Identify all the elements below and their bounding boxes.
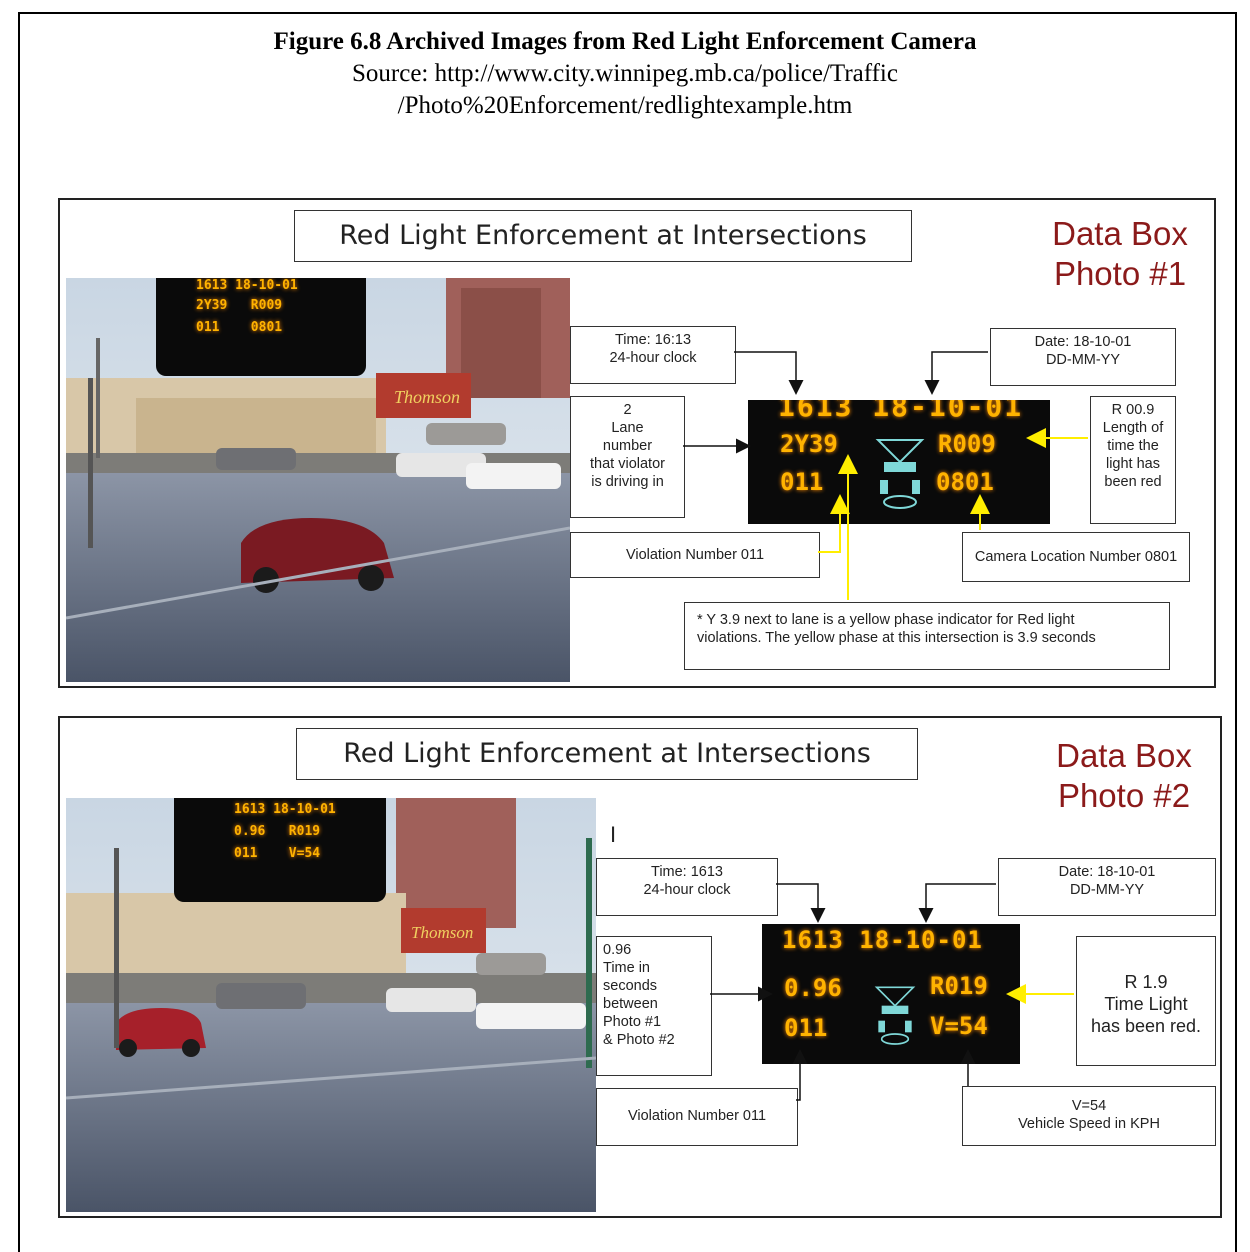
lcd-violation-value: 011 xyxy=(780,468,824,496)
lcd-speed-value: V=54 xyxy=(930,1012,988,1040)
callout-time: Time: 1613 24-hour clock xyxy=(596,858,778,916)
callout-vehicle-speed: V=54 Vehicle Speed in KPH xyxy=(962,1086,1216,1146)
callout-red-line-3: has been red. xyxy=(1090,1016,1202,1036)
panel-2-photo-lcd: 1613 18-10-01 0.96 R019 011 V=54 xyxy=(174,798,386,902)
callout-date-line-2: DD-MM-YY xyxy=(1069,882,1145,898)
photo-lcd-row-3: 011 V=54 xyxy=(234,846,321,861)
callout-red-line-5: been red xyxy=(1104,474,1162,490)
callout-violation-text: Violation Number 011 xyxy=(625,547,765,563)
source-line-1: Source: http://www.city.winnipeg.mb.ca/p… xyxy=(352,60,898,87)
callout-red-time: R 1.9 Time Light has been red. xyxy=(1076,936,1216,1066)
photo-lcd-row-2: 0.96 R019 xyxy=(234,824,321,839)
callout-sec-line-5: Photo #1 xyxy=(603,1014,662,1030)
panel-photo-2: Red Light Enforcement at Intersections D… xyxy=(58,716,1222,1218)
panel-2-databox-label: Data Box Photo #2 xyxy=(1040,736,1208,816)
callout-lane-line-1: 2 xyxy=(623,402,632,418)
callout-lane-line-3: number xyxy=(602,438,653,454)
callout-speed-line-2: Vehicle Speed in KPH xyxy=(1018,1116,1160,1132)
callout-violation: Violation Number 011 xyxy=(596,1088,798,1146)
callout-camera-location: Camera Location Number 0801 xyxy=(962,532,1190,582)
callout-yellow-line-2: violations. The yellow phase at this int… xyxy=(697,630,1096,646)
callout-lane: 2 Lane number that violator is driving i… xyxy=(570,396,685,518)
callout-date: Date: 18-10-01 DD-MM-YY xyxy=(998,858,1216,916)
panel-2-lcd-closeup: 1613 18-10-01 0.96 R019 011 V=54 xyxy=(762,924,1020,1064)
callout-time-line-1: Time: 1613 xyxy=(651,864,723,880)
text-cursor: I xyxy=(610,822,617,847)
panel-1-street-photo: Thomson 1613 18-10-01 2Y39 R009 011 0801 xyxy=(66,278,570,682)
callout-date-line-2: DD-MM-YY xyxy=(1045,352,1121,368)
callout-date: Date: 18-10-01 DD-MM-YY xyxy=(990,328,1176,386)
svg-text:Thomson: Thomson xyxy=(411,923,473,942)
red-light-logo-icon xyxy=(874,986,916,1045)
callout-yellow-phase: * Y 3.9 next to lane is a yellow phase i… xyxy=(684,602,1170,670)
callout-time-line-2: 24-hour clock xyxy=(643,882,731,898)
photo-lcd-row-3: 011 0801 xyxy=(196,320,283,335)
lcd-row-1: 1613 18-10-01 xyxy=(782,926,983,954)
panel-photo-1: Red Light Enforcement at Intersections D… xyxy=(58,198,1216,688)
red-light-logo-icon xyxy=(875,439,925,509)
lcd-violation-value: 011 xyxy=(784,1014,828,1042)
callout-sec-line-3: seconds xyxy=(603,978,658,994)
databox-line-1: Data Box xyxy=(1056,737,1192,774)
panel-2-street-photo: Thomson 1613 18-10-01 0.96 R019 011 V=54 xyxy=(66,798,596,1212)
callout-time-line-2: 24-hour clock xyxy=(609,350,697,366)
callout-red-line-1: R 00.9 xyxy=(1111,402,1155,418)
callout-red-line-1: R 1.9 xyxy=(1124,972,1168,992)
callout-time: Time: 16:13 24-hour clock xyxy=(570,326,736,384)
callout-time-line-1: Time: 16:13 xyxy=(614,332,692,348)
lcd-location-value: 0801 xyxy=(936,468,994,496)
figure-title: Figure 6.8 Archived Images from Red Ligh… xyxy=(273,28,977,55)
callout-red-line-2: Length of xyxy=(1102,420,1164,436)
photo-lcd-row-1: 1613 18-10-01 xyxy=(196,278,298,293)
source-line-2: /Photo%20Enforcement/redlightexample.htm xyxy=(397,92,853,119)
callout-yellow-line-1: * Y 3.9 next to lane is a yellow phase i… xyxy=(697,612,1075,628)
callout-sec-line-6: & Photo #2 xyxy=(603,1032,675,1048)
figure-frame xyxy=(18,12,1237,1252)
panel-1-databox-label: Data Box Photo #1 xyxy=(1036,214,1204,294)
lcd-lane-value: 2Y39 xyxy=(780,430,838,458)
callout-lane-line-2: Lane xyxy=(611,420,644,436)
callout-lane-line-5: is driving in xyxy=(591,474,664,490)
lcd-row-1: 1613 18-10-01 xyxy=(778,400,1024,423)
callout-red-line-3: time the xyxy=(1107,438,1159,454)
callout-speed-line-1: V=54 xyxy=(1071,1098,1107,1114)
figure-caption: Figure 6.8 Archived Images from Red Ligh… xyxy=(0,26,1250,122)
callout-camera-text: Camera Location Number 0801 xyxy=(974,549,1178,565)
callout-red-line-2: Time Light xyxy=(1104,994,1188,1014)
databox-line-2: Photo #2 xyxy=(1057,777,1191,814)
callout-red-line-4: light has xyxy=(1105,456,1160,472)
photo-lcd-row-2: 2Y39 R009 xyxy=(196,298,283,313)
lcd-red-value: R009 xyxy=(938,430,996,458)
callout-sec-line-1: 0.96 xyxy=(603,942,632,958)
callout-sec-line-2: Time in xyxy=(603,960,650,976)
callout-date-line-1: Date: 18-10-01 xyxy=(1058,864,1156,880)
callout-sec-line-4: between xyxy=(603,996,658,1012)
lcd-red-value: R019 xyxy=(930,972,988,1000)
lcd-seconds-value: 0.96 xyxy=(784,974,842,1002)
panel-1-lcd-closeup: 1613 18-10-01 2Y39 R009 011 0801 xyxy=(748,400,1050,524)
callout-lane-line-4: that violator xyxy=(590,456,665,472)
callout-date-line-1: Date: 18-10-01 xyxy=(1034,334,1132,350)
databox-line-1: Data Box xyxy=(1052,215,1188,252)
callout-violation-text: Violation Number 011 xyxy=(627,1108,767,1124)
panel-1-banner: Red Light Enforcement at Intersections xyxy=(294,210,912,262)
callout-seconds-between: 0.96 Time in seconds between Photo #1 & … xyxy=(596,936,712,1076)
callout-violation: Violation Number 011 xyxy=(570,532,820,578)
svg-text:Thomson: Thomson xyxy=(394,387,460,407)
panel-2-banner: Red Light Enforcement at Intersections xyxy=(296,728,918,780)
callout-red-time: R 00.9 Length of time the light has been… xyxy=(1090,396,1176,524)
panel-1-photo-lcd: 1613 18-10-01 2Y39 R009 011 0801 xyxy=(156,278,366,376)
photo-lcd-row-1: 1613 18-10-01 xyxy=(234,802,336,817)
databox-line-2: Photo #1 xyxy=(1053,255,1187,292)
